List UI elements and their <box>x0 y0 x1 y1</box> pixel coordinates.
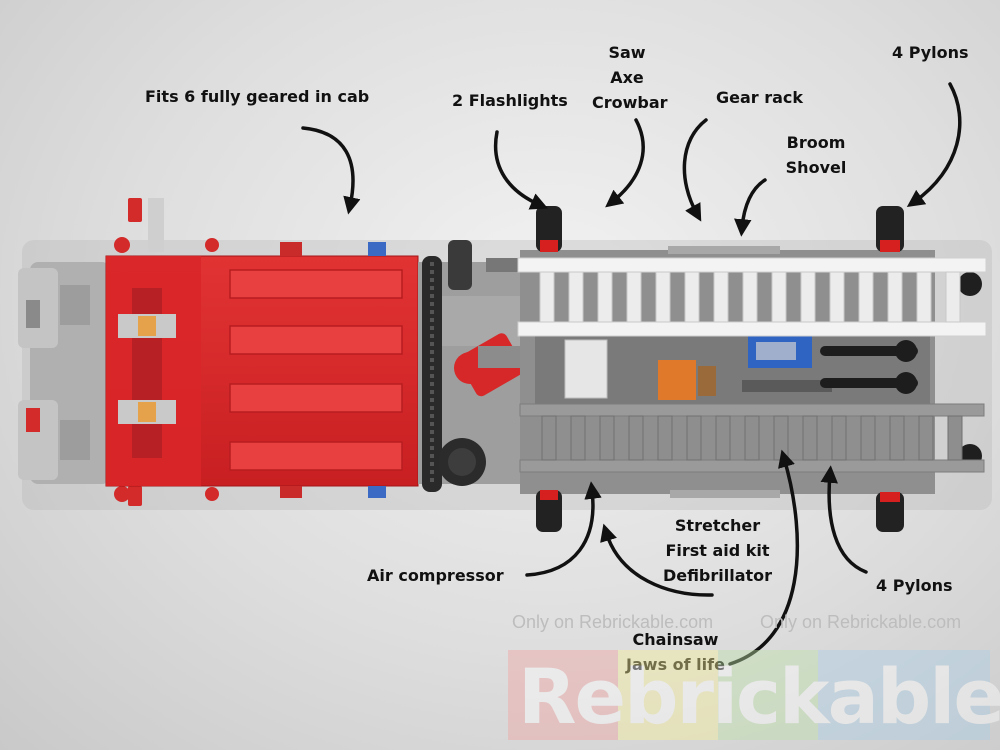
arrow-air-compressor <box>525 481 602 577</box>
ladder-rung <box>715 415 731 461</box>
logo-block-yellow <box>618 650 718 740</box>
ladder-rung <box>829 271 845 323</box>
ladder-rung <box>860 415 876 461</box>
ladder-rung <box>655 271 671 323</box>
arrow-pylons-top <box>906 82 962 208</box>
ladder-rung <box>887 271 903 323</box>
ladder-rung <box>539 271 555 323</box>
label-pylons-top: 4 Pylons <box>892 43 969 62</box>
ladder-rung <box>947 415 963 461</box>
white-ladder <box>517 257 987 337</box>
ladder-rung <box>800 271 816 323</box>
label-stretcher-group: Stretcher First aid kit Defibrillator <box>655 513 780 588</box>
ladder-rung <box>742 271 758 323</box>
ladder-rung <box>744 415 760 461</box>
label-axe: Axe <box>610 68 644 87</box>
ladder-rung <box>628 415 644 461</box>
ladder-rung <box>570 415 586 461</box>
ladder-rung <box>831 415 847 461</box>
label-cab: Fits 6 fully geared in cab <box>145 87 370 106</box>
ladder-rung <box>802 415 818 461</box>
label-first-aid: First aid kit <box>665 541 770 560</box>
logo-block-green <box>718 650 818 740</box>
arrow-cab <box>301 126 361 215</box>
ladder-rung <box>599 415 615 461</box>
cab <box>105 242 419 498</box>
ladder-rung <box>568 271 584 323</box>
front-bumper <box>18 262 110 484</box>
label-defibrillator: Defibrillator <box>662 566 773 585</box>
logo-word: Rebrickable <box>518 652 1000 741</box>
label-chainsaw: Chainsaw <box>632 630 719 649</box>
ladder-rung <box>684 271 700 323</box>
logo-block-red <box>508 650 618 740</box>
pylons <box>536 206 982 532</box>
arrow-stretcher <box>600 523 714 597</box>
label-pylons-bottom: 4 Pylons <box>876 576 953 595</box>
arrow-pylons-bottom <box>820 465 868 574</box>
label-gear-rack: Gear rack <box>716 88 804 107</box>
arrow-flashlights <box>493 130 549 210</box>
watermark-logo: Rebrickable <box>508 650 1000 741</box>
ladder-rung <box>773 415 789 461</box>
ladder-rung <box>916 271 932 323</box>
label-jaws: Jaws of life <box>618 652 733 677</box>
ladder-rung <box>626 271 642 323</box>
ladder-rung <box>597 271 613 323</box>
label-air-compressor: Air compressor <box>367 566 504 585</box>
label-shovel: Shovel <box>785 158 847 177</box>
annotation-arrows <box>301 82 962 666</box>
mirrors <box>114 198 219 506</box>
logo-block-blue <box>818 650 990 740</box>
label-crowbar: Crowbar <box>592 93 668 112</box>
ladder-rung <box>918 415 934 461</box>
arrow-saw-axe-crowbar <box>605 118 645 208</box>
label-chainsaw-group: Chainsaw Jaws of life <box>618 627 733 677</box>
gray-ladder <box>519 403 985 473</box>
ladder-rung <box>858 271 874 323</box>
watermark-text-2: Only on Rebrickable.com <box>760 612 962 632</box>
label-broom-shovel: Broom Shovel <box>780 130 852 180</box>
label-saw-axe-crowbar: Saw Axe Crowbar <box>592 40 668 115</box>
arrow-chainsaw <box>728 449 800 666</box>
ladder-rung <box>945 271 961 323</box>
label-saw: Saw <box>608 43 646 62</box>
label-stretcher: Stretcher <box>674 516 761 535</box>
ladder-rung <box>713 271 729 323</box>
arrow-broom-shovel <box>734 178 767 237</box>
watermark-text-1: Only on Rebrickable.com <box>512 612 714 632</box>
pump-section <box>418 240 536 492</box>
ladder-rung <box>889 415 905 461</box>
ladder-rung <box>771 271 787 323</box>
truck <box>18 198 992 532</box>
ladder-rung <box>657 415 673 461</box>
ladder-rung <box>686 415 702 461</box>
ladder-rung <box>541 415 557 461</box>
label-broom: Broom <box>786 133 846 152</box>
label-flashlights: 2 Flashlights <box>452 91 568 110</box>
arrow-gear-rack <box>682 118 708 222</box>
